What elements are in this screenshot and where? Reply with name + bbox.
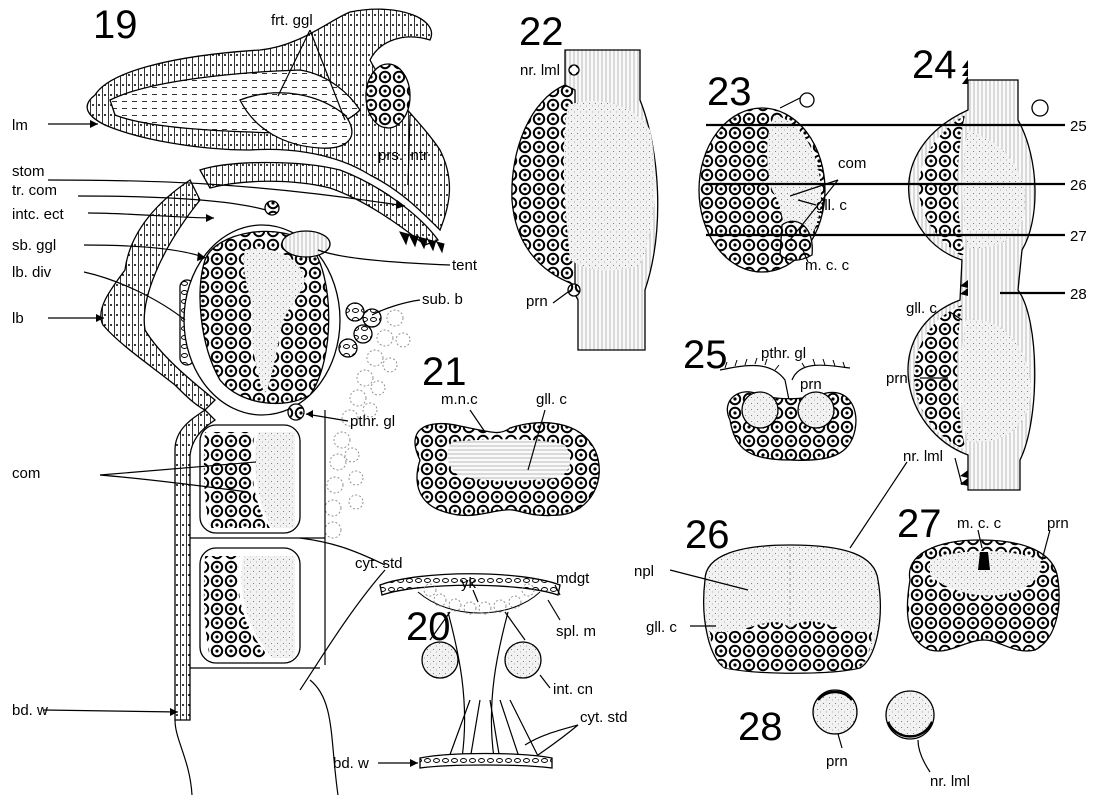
fig21-label-int-cn: int. cn [553,681,593,698]
fig27-median-cells [978,552,990,570]
fig25-label-prn: prn [800,376,822,393]
figure-19: 19 [12,3,478,795]
fig-number-19: 19 [93,3,138,47]
figure-27: 27 m. c. c prn [897,502,1069,651]
figure-26: 26 npl gll. c [634,462,907,673]
fig19-tentorium [282,231,330,257]
fig21-label-yk: yk [461,575,477,592]
figure-20: 21 m.n.c gll. c [415,350,599,516]
fig19-label-tr-com: tr. com [12,182,57,199]
fig19-label-tent: tent [452,257,478,274]
fig19-label-intc-ect: intc. ect [12,206,65,223]
fig21-interstitial-cell-left [422,642,458,678]
fig25-perineurium-right [798,392,834,428]
fig-number-24: 24 [912,43,957,87]
fig19-label-lm: lm [12,117,28,134]
fig-number-20: 21 [422,350,467,394]
fig23-label-mcc: m. c. c [805,257,850,274]
fig24-label-gll-c: gll. c [906,300,937,317]
fig19-tritocerebral-commissure [265,201,279,215]
fig20-commissure-fibres [447,439,570,480]
fig19-label-prs-intr: prs. intr [378,147,428,164]
fig21-label-cyt-std: cyt. std [580,709,628,726]
fig-number-28: 28 [738,705,783,749]
fig21-label-spl-m: spl. m [556,623,596,640]
fig22-label-prn: prn [526,293,548,310]
fig-number-27: 27 [897,502,942,546]
fig23-label-com: com [838,155,866,172]
figure-25: 25 pthr. gl prn [683,333,856,460]
fig19-label-sub-b: sub. b [422,291,463,308]
figure-21: 20 yk mdgt spl. m int. cn cyt. std bd. w [333,570,628,772]
fig21-label-bd-w: bd. w [333,755,369,772]
fig19-label-com: com [12,465,40,482]
fig19-label-frt-ggl: frt. ggl [271,12,313,29]
fig-number-22: 22 [519,10,564,54]
fig24-label-26: 26 [1070,177,1087,194]
fig20-label-mnc: m.n.c [441,391,478,408]
fig23-label-gll-c: gll. c [816,197,847,214]
fig19-label-bd-w: bd. w [12,702,48,719]
fig21-arrowhead [410,759,418,767]
fig19-pars-intercerebralis [366,64,410,128]
fig21-cytoplasmic-strands [448,700,540,760]
fig19-ventral-outline [175,680,338,795]
fig22-label-nr-lml: nr. lml [520,62,560,79]
fig19-label-stom: stom [12,163,45,180]
figure-22: 22 nr. lml prn [512,10,658,350]
fig27-label-mcc: m. c. c [957,515,1002,532]
fig28-perineurium-right [886,691,934,739]
fig20-label-gll-c: gll. c [536,391,567,408]
fig-number-26: 26 [685,513,730,557]
fig24-small-circle [1032,100,1048,116]
fig23-small-circle [800,93,814,107]
fig21-interstitial-cell-right [505,642,541,678]
fig22-neuropil [564,101,655,270]
fig21-label-mdgt: mdgt [556,570,590,587]
fig25-label-pthr-gl: pthr. gl [761,345,806,362]
fig19-label-sb-ggl: sb. ggl [12,237,56,254]
fig24-label-28: 28 [1070,286,1087,303]
fig24-label-27: 27 [1070,228,1087,245]
fig26-label-npl: npl [634,563,654,580]
fig28-label-nr-lml: nr. lml [930,773,970,790]
fig19-suboesophageal-body [339,303,381,357]
fig19-label-pthr-gl: pthr. gl [350,413,395,430]
fig24-label-25: 25 [1070,118,1087,135]
fig25-perineurium-left [742,392,778,428]
figure-23: 23 com gll. c m. c. c [699,70,866,274]
fig19-label-lb-div: lb. div [12,264,52,281]
fig22-perineurium-cell [568,284,580,296]
fig-number-23: 23 [707,70,752,114]
figure-28: 28 prn nr. lml [738,690,970,790]
fig19-prothoracic-gland [288,404,304,420]
fig24-label-prn: prn [886,370,908,387]
fig27-label-prn: prn [1047,515,1069,532]
fig26-label-gll-c: gll. c [646,619,677,636]
fig21-body-wall [420,754,552,769]
fig24-label-nr-lml: nr. lml [903,448,943,465]
fig19-label-cyt-std: cyt. std [355,555,403,572]
fig22-top-cell [569,65,579,75]
fig28-label-prn: prn [826,753,848,770]
fig19-label-lb: lb [12,310,24,327]
